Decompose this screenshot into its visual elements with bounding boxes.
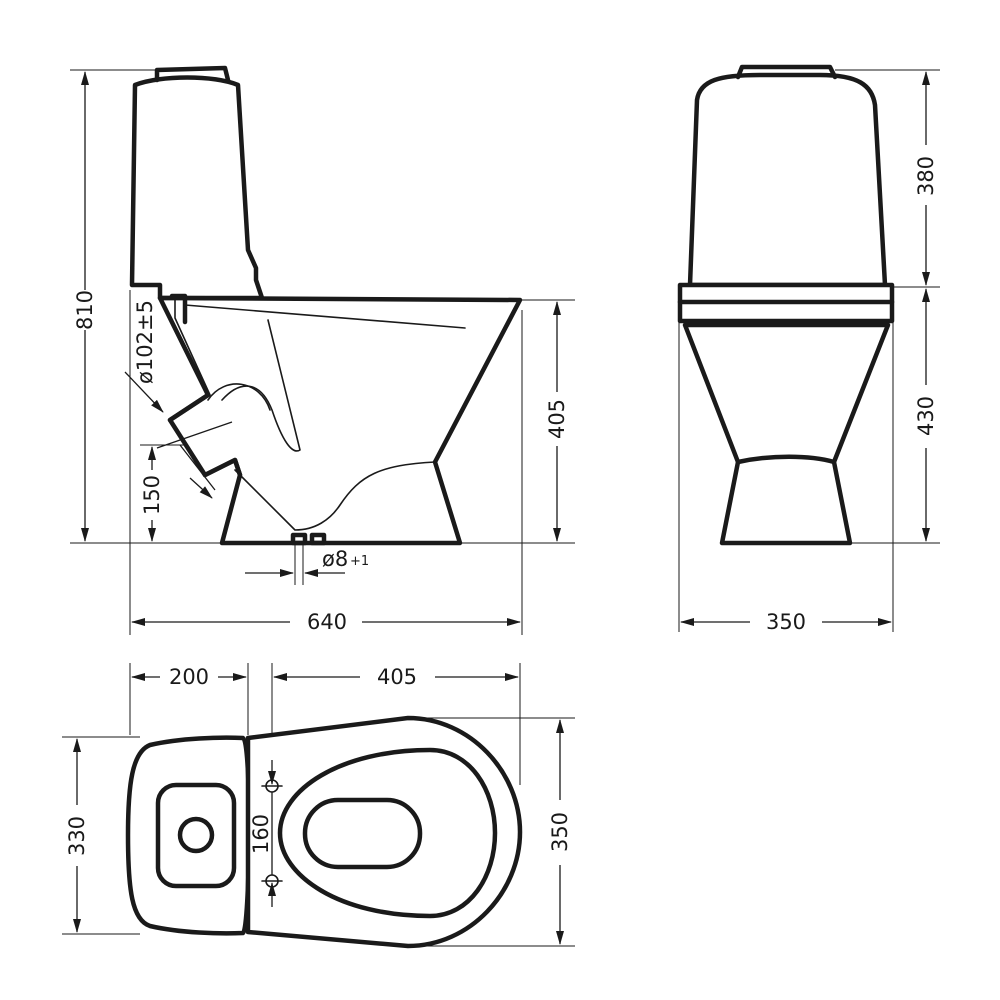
side-trapway — [221, 319, 436, 531]
side-outlet — [167, 392, 243, 478]
dim-outlet-height-label: 150 — [140, 475, 164, 515]
dim-total-height-label: 810 — [73, 290, 97, 330]
dim-hole-spacing-label: 160 — [249, 814, 273, 854]
dim-bowl-height-front-label: 430 — [914, 396, 938, 436]
front-tank — [687, 72, 888, 288]
front-tank-lid — [735, 64, 838, 80]
top-tank — [125, 735, 252, 936]
dim-tank-width: 330 — [65, 738, 89, 933]
dim-tank-height: 380 — [914, 71, 938, 286]
dim-bowl-depth: 405 — [273, 665, 519, 689]
side-rim-top — [169, 293, 188, 325]
side-view — [70, 65, 575, 635]
side-tank-lid — [154, 65, 231, 83]
dim-tank-height-label: 380 — [914, 156, 938, 196]
top-bowl-rim — [277, 747, 498, 919]
dim-outlet-diameter-label: ø102±5 — [133, 300, 157, 384]
top-tank-button-plate — [155, 782, 237, 889]
dim-bowl-depth-label: 405 — [377, 665, 417, 689]
top-bowl-opening — [302, 797, 423, 870]
dim-outlet-height: 150 — [140, 444, 185, 542]
dim-hole-diameter-label: ø8 — [322, 547, 348, 571]
dim-bowl-height-front: 430 — [914, 288, 938, 542]
dim-total-width: 350 — [680, 610, 892, 634]
top-view — [62, 663, 575, 949]
dim-tank-depth-label: 200 — [169, 665, 209, 689]
front-bowl — [682, 322, 891, 546]
dim-total-width-label: 350 — [766, 610, 806, 634]
dim-outlet-diameter: ø102±5 — [124, 300, 233, 499]
dim-total-length: 640 — [131, 610, 521, 634]
dim-hole-tolerance-label: +1 — [350, 554, 369, 569]
dim-hole-spacing: 160 — [249, 760, 276, 907]
dim-tank-width-label: 330 — [65, 816, 89, 856]
dim-tank-depth: 200 — [131, 665, 247, 689]
dim-bowl-height: 405 — [545, 301, 569, 542]
top-flush-button — [177, 816, 215, 854]
front-view — [677, 64, 940, 632]
dim-bowl-width: 350 — [548, 719, 572, 945]
side-tank — [129, 75, 265, 301]
side-hole-left — [290, 532, 308, 546]
dim-total-length-label: 640 — [307, 610, 347, 634]
side-hole-right — [309, 532, 327, 546]
dim-hole-diameter: ø8 +1 — [245, 547, 369, 577]
dim-bowl-width-label: 350 — [548, 812, 572, 852]
dim-bowl-height-label: 405 — [545, 399, 569, 439]
side-rim-inner — [174, 294, 466, 396]
dim-total-height: 810 — [73, 71, 97, 542]
